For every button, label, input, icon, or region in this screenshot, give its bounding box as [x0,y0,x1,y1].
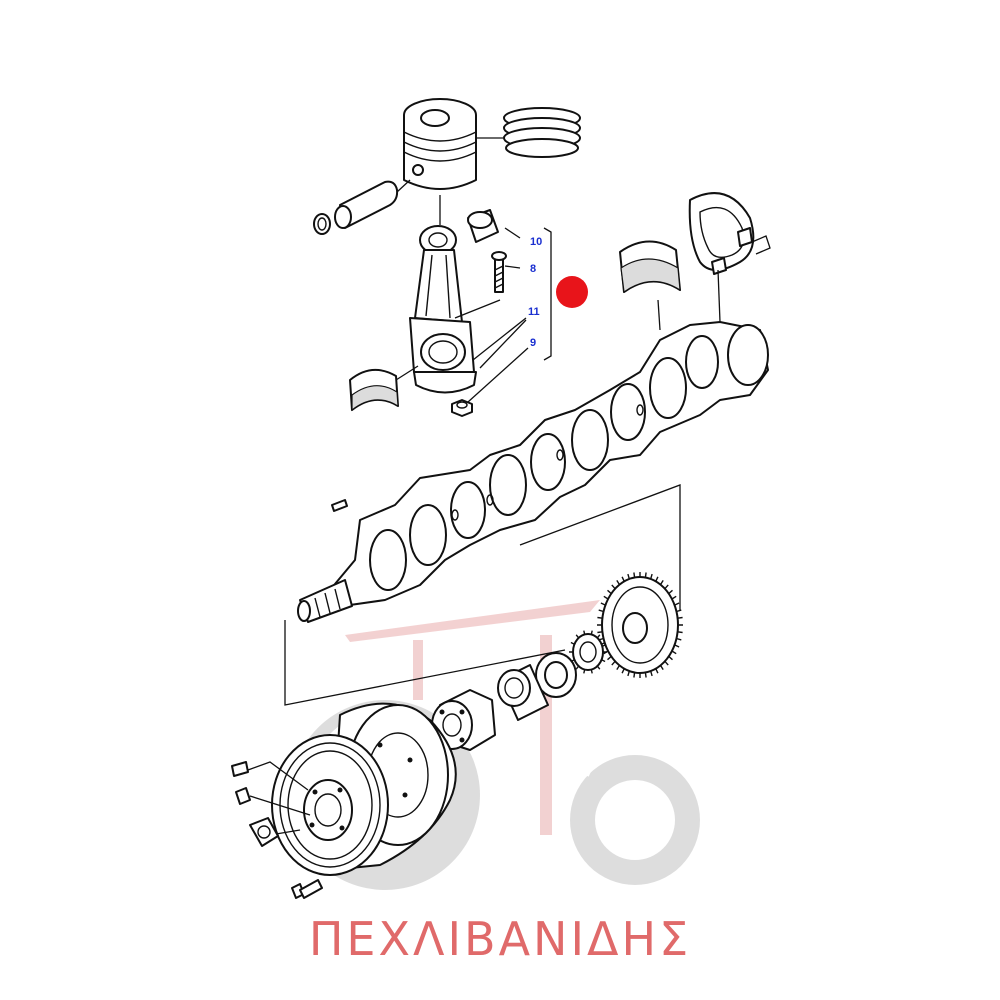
big-end-bearing-shell [349,365,419,412]
main-bearing-shell [619,240,681,331]
assembly-frame [284,484,681,706]
thrust-washer [688,192,771,323]
crankshaft [297,321,769,623]
dowel-pin [331,499,348,512]
pulley-fasteners [231,761,323,899]
watermark-text: ΠΕΧΛΙΒΑΝΙΔΗΣ [309,912,691,966]
callout-8[interactable]: 8 [530,263,536,275]
callout-bracket [454,227,552,403]
small-end-bush [467,209,499,243]
piston-pin-group [313,179,411,235]
crankshaft-pulley [271,702,457,876]
callout-10[interactable]: 10 [530,236,542,248]
piston-group [403,98,581,225]
red-selection-dot[interactable] [556,276,588,308]
conrod-nut [451,399,473,417]
connecting-rod [409,225,477,394]
front-oil-seal-sleeve [497,664,549,721]
crankshaft-timing-gear [597,572,683,678]
callout-9[interactable]: 9 [530,337,536,349]
oil-pump-drive-gear [569,630,607,674]
spacer-ring [535,652,577,698]
conrod-bolt [491,251,507,293]
callout-11[interactable]: 11 [528,306,540,318]
